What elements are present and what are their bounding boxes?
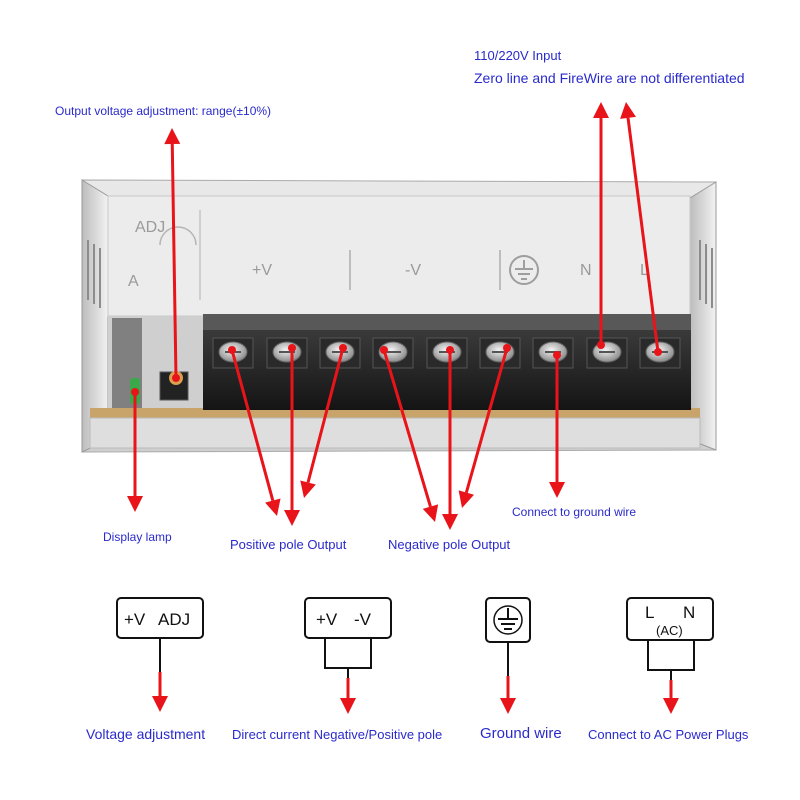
panel-markings: ADJ A +V -V N L [128, 219, 649, 290]
display-lamp-label: Display lamp [103, 530, 172, 544]
symbol-dc: +V -V [304, 597, 392, 678]
terminal-screw [532, 337, 574, 369]
symbol-ground [485, 597, 531, 676]
red-arrow [152, 672, 168, 712]
adjust-label: Output voltage adjustment: range(±10%) [55, 104, 272, 118]
red-arrow [164, 128, 181, 382]
symbol-ac-text3: (AC) [656, 623, 683, 638]
indicator-arrows [127, 102, 679, 714]
symbol-ac-text2: N [683, 603, 695, 622]
red-arrow [620, 102, 662, 356]
symbol-dc-text2: -V [354, 610, 372, 629]
red-arrow [380, 346, 439, 522]
caption-ground-wire: Ground wire [480, 725, 562, 742]
red-arrow [127, 388, 143, 512]
symbol-adj-text2: ADJ [158, 610, 190, 629]
red-arrow [593, 102, 609, 349]
red-arrow [549, 351, 565, 498]
red-arrow [228, 346, 281, 516]
symbol-ac: L N (AC) [626, 597, 714, 680]
panel-a-label: A [128, 273, 139, 290]
symbol-adj: +V ADJ [116, 597, 204, 672]
terminal-screw [586, 337, 628, 369]
terminal-block [203, 314, 691, 410]
terminal-screw [266, 337, 308, 369]
terminal-screw [372, 337, 414, 369]
panel-n-label: N [580, 262, 592, 279]
terminal-screw [426, 337, 468, 369]
symbol-ac-text1: L [645, 603, 654, 622]
input-label-line2: Zero line and FireWire are not different… [474, 70, 745, 86]
input-label-line1: 110/220V Input [474, 48, 562, 63]
red-arrow [500, 676, 516, 714]
red-arrow [284, 344, 300, 526]
symbol-dc-text1: +V [316, 610, 338, 629]
red-arrow [340, 678, 356, 714]
panel-adj-label: ADJ [135, 219, 165, 236]
panel-l-label: L [640, 262, 649, 279]
positive-output-label: Positive pole Output [230, 537, 347, 552]
terminal-screw [479, 337, 521, 369]
red-arrow [458, 344, 511, 508]
caption-ac-plugs: Connect to AC Power Plugs [588, 727, 749, 742]
red-arrow [663, 680, 679, 714]
red-arrow [442, 346, 458, 530]
symbol-adj-text1: +V [124, 610, 146, 629]
negative-output-label: Negative pole Output [388, 537, 511, 552]
red-arrow [300, 344, 347, 498]
panel-minus-v-label: -V [405, 262, 421, 279]
terminal-screws [212, 337, 681, 369]
vent-slots [87, 240, 713, 308]
terminal-screw [319, 337, 361, 369]
panel-ground-icon [509, 255, 539, 285]
caption-voltage-adjustment: Voltage adjustment [86, 726, 206, 742]
ground-connect-label: Connect to ground wire [512, 505, 637, 519]
caption-dc-poles: Direct current Negative/Positive pole [232, 727, 443, 742]
panel-plus-v-label: +V [252, 262, 272, 279]
